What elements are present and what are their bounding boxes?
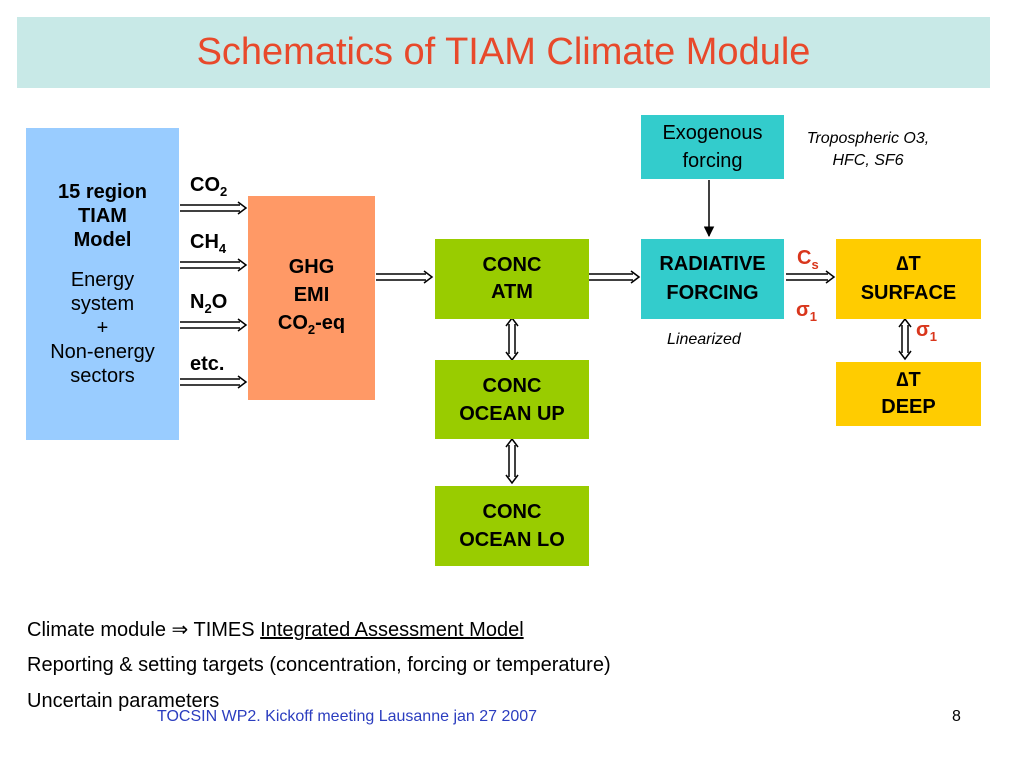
implies-arrow: ⇒ [171, 619, 189, 641]
ghg-line-3: CO2-eq [277, 311, 346, 337]
ghg-emi-box: GHG EMI CO2-eq [248, 196, 375, 400]
arrow-conc-to-radiative [589, 270, 641, 284]
arrow-etc [180, 375, 248, 389]
arrow-radiative-to-surface [786, 270, 836, 284]
delta-symbol: ∆ [896, 369, 909, 391]
arrow-surface-deep [898, 317, 912, 361]
dt-deep-line-1: ∆T [896, 369, 921, 391]
arrow-ghg-to-conc [376, 270, 434, 284]
label-n2o: N2O [190, 291, 228, 316]
title-bar: Schematics of TIAM Climate Module [17, 17, 990, 88]
exogenous-note: Tropospheric O3, HFC, SF6 [790, 128, 946, 172]
conc-atm-line-2: ATM [491, 281, 533, 303]
tiam-model-box: 15 region TIAM Model Energy system + Non… [26, 128, 179, 440]
linearized-note: Linearized [667, 331, 741, 348]
dt-surface-line-2: SURFACE [860, 282, 957, 304]
dt-surface-line-1: ∆T [896, 253, 921, 275]
conc-ocean-up-box: CONC OCEAN UP [435, 360, 589, 439]
exogenous-forcing-box: Exogenous forcing [641, 115, 784, 179]
dt-deep-line-2: DEEP [881, 396, 936, 418]
tiam-line-6: + [96, 317, 109, 339]
param-sigma-temperature: σ1 [916, 319, 937, 344]
conc-ocean-lo-line-1: CONC [482, 501, 542, 523]
exogenous-line-1: Exogenous [662, 122, 763, 144]
arrow-n2o [180, 318, 248, 332]
conc-atm-box: CONC ATM [435, 239, 589, 319]
footer-text: TOCSIN WP2. Kickoff meeting Lausanne jan… [157, 708, 538, 725]
radiative-line-1: RADIATIVE [659, 253, 766, 275]
arrow-ch4 [180, 258, 248, 272]
tiam-line-5: system [70, 293, 135, 315]
slide-title: Schematics of TIAM Climate Module [196, 31, 811, 73]
tiam-line-2: TIAM [78, 205, 127, 227]
conc-atm-line-1: CONC [482, 254, 542, 276]
tiam-line-4: Energy [70, 269, 135, 291]
tiam-line-1: 15 region [58, 181, 147, 203]
tiam-line-7: Non-energy [50, 341, 155, 363]
delta-symbol: ∆ [896, 253, 909, 275]
param-sigma-forcing: σ1 [796, 299, 817, 324]
exogenous-note-line-1: Tropospheric O3, [806, 130, 930, 147]
conc-ocean-up-line-1: CONC [482, 374, 542, 397]
tiam-line-3: Model [73, 229, 132, 251]
ghg-line-1: GHG [288, 255, 335, 278]
exogenous-line-2: forcing [682, 150, 743, 172]
ghg-line-2: EMI [293, 283, 330, 306]
arrow-atm-ocean-up [505, 316, 519, 362]
label-etc: etc. [190, 353, 225, 375]
label-co2: CO2 [190, 174, 228, 199]
tiam-line-8: sectors [70, 365, 135, 387]
param-cs: Cs [797, 247, 819, 272]
bullet-reporting: Reporting & setting targets (concentrati… [27, 654, 611, 676]
radiative-forcing-box: RADIATIVE FORCING [641, 239, 784, 319]
conc-ocean-lo-box: CONC OCEAN LO [435, 486, 589, 566]
integrated-assessment-link[interactable]: Integrated Assessment Model [260, 619, 524, 641]
conc-ocean-up-line-2: OCEAN UP [459, 402, 565, 425]
dt-surface-box: ∆T SURFACE [836, 239, 981, 319]
conc-ocean-lo-line-2: OCEAN LO [459, 529, 565, 551]
label-ch4: CH4 [190, 231, 227, 256]
radiative-line-2: FORCING [666, 282, 759, 304]
bullet-uncertain-parameters: Uncertain parameters [27, 690, 220, 712]
bullet-climate-module: Climate module ⇒ TIMES Integrated Assess… [27, 619, 524, 641]
dt-deep-box: ∆T DEEP [836, 362, 981, 426]
arrow-co2 [180, 201, 248, 215]
arrow-ocean-up-ocean-lo [505, 437, 519, 485]
page-number: 8 [952, 708, 961, 725]
exogenous-note-line-2: HFC, SF6 [832, 152, 904, 169]
